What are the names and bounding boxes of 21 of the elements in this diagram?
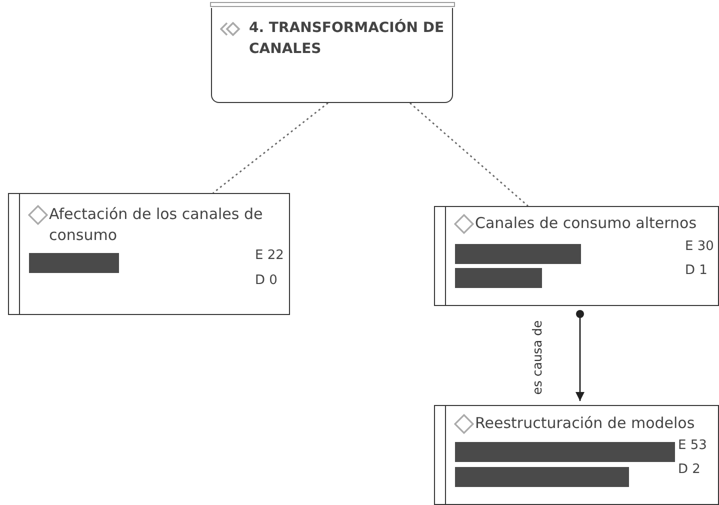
- count-bar: [455, 442, 675, 462]
- density-count: D 1: [685, 263, 708, 278]
- density-count: D 2: [678, 462, 700, 477]
- arrow: [576, 310, 584, 401]
- code-box: [434, 405, 719, 505]
- groundedness-count: E 53: [678, 438, 707, 453]
- code-box: [434, 206, 719, 306]
- count-bar: [455, 244, 581, 264]
- count-bar: [455, 268, 542, 288]
- density-count: D 0: [255, 273, 278, 288]
- node-title: Reestructuración de modelos: [475, 413, 696, 434]
- node-title: Afectación de los canales de consumo: [49, 204, 264, 246]
- connector-line: [212, 102, 328, 194]
- groundedness-count: E 22: [255, 248, 284, 263]
- groundedness-count: E 30: [685, 239, 714, 254]
- node-title: 4. TRANSFORMACIÓN DE CANALES: [249, 18, 446, 59]
- node-title: Canales de consumo alternos: [475, 213, 698, 234]
- code-box: [8, 193, 290, 315]
- count-bar: [29, 253, 119, 273]
- count-bar: [455, 467, 629, 487]
- connector-line: [410, 102, 528, 207]
